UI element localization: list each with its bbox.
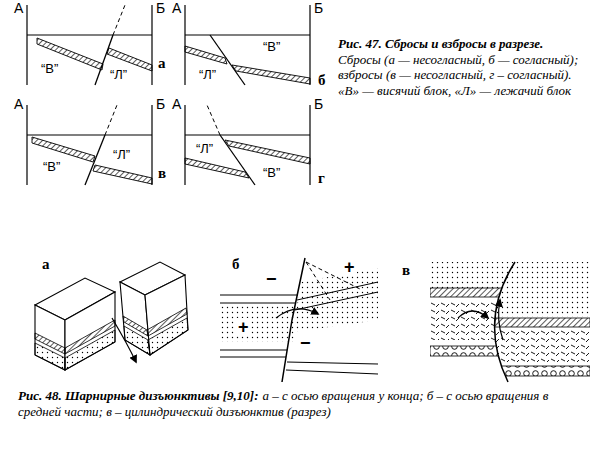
fault-line (282, 258, 305, 382)
fault-line (85, 135, 105, 185)
motion-sign: + (342, 258, 357, 276)
panel-letter: г (318, 170, 325, 187)
fault-line (495, 262, 515, 382)
block-label: “Л” (198, 68, 217, 83)
section-end-label: А (14, 0, 23, 16)
caption-text: Сбросы (а — несогласный, б — согласный);… (338, 52, 586, 99)
section-panel (185, 105, 310, 185)
section-edge (184, 105, 185, 185)
panel-letter: а (158, 55, 166, 72)
rotation-arrow (458, 311, 488, 318)
rock-bed (148, 318, 188, 355)
rotation-arrow (276, 309, 318, 318)
block-label: “В” (262, 40, 281, 55)
rock-bed (480, 318, 590, 327)
section-edge (26, 105, 27, 185)
section-end-label: Б (314, 0, 323, 16)
panel-letter: б (232, 256, 240, 273)
block-face (65, 292, 115, 370)
section-end-label: А (14, 96, 23, 112)
layer-line (286, 370, 378, 374)
fault-line (220, 135, 255, 185)
rock-bed (124, 326, 150, 355)
caption-block: Рис. 48. Шарнирные дизъюнктивы [9,10]:а … (18, 388, 578, 419)
section-edge (151, 5, 152, 85)
panel-letter: в (158, 165, 166, 182)
rock-bed (480, 366, 590, 376)
section-edge (184, 5, 185, 85)
section-panel (185, 5, 310, 85)
block-label: “Л” (109, 68, 128, 83)
rock-bed (93, 165, 152, 184)
panel-letter: б (318, 72, 326, 89)
section-panel (27, 5, 152, 85)
block-face (145, 275, 188, 355)
layer-line (297, 282, 378, 300)
block-label: “В” (262, 166, 281, 181)
motion-sign: − (298, 334, 313, 352)
rock-bed (35, 343, 65, 370)
block-label: “Л” (195, 142, 214, 157)
block-face (35, 305, 65, 370)
panel-letter: а (42, 256, 50, 273)
layer-line (220, 303, 296, 304)
ground-surface (185, 34, 310, 35)
block-label: “В” (40, 62, 59, 77)
rotation-arrow (112, 318, 136, 362)
block-face (120, 282, 150, 355)
block-label: “Л” (112, 148, 131, 163)
layer-line (220, 295, 298, 296)
dashed-trace (306, 262, 330, 300)
layer-line (220, 350, 287, 351)
section-end-label: Б (314, 96, 323, 112)
rock-bed (185, 46, 227, 64)
fault-projection (113, 5, 125, 35)
section-cylindrical (430, 262, 590, 382)
ground-surface (27, 34, 152, 35)
fault-projection (207, 105, 220, 135)
slip-arrow (499, 300, 503, 340)
section-edge (309, 5, 310, 85)
rock-bed (32, 137, 95, 162)
caption-title: Рис. 48. Шарнирные дизъюнктивы [9,10]: (18, 388, 259, 403)
panel-letter: в (402, 262, 410, 279)
section-hinge (220, 258, 378, 382)
section-panel (27, 105, 152, 185)
right-block (480, 262, 590, 376)
ground-surface (185, 134, 310, 135)
motion-sign: + (236, 318, 251, 336)
caption-block: Рис. 47. Сбросы и взбросы в разрезе.Сбро… (338, 36, 586, 98)
fault-projection (105, 105, 117, 135)
block-diagram (35, 262, 188, 370)
section-end-label: Б (156, 0, 165, 16)
rock-fill (220, 306, 296, 342)
section-end-label: А (172, 0, 181, 16)
layer-line (287, 362, 378, 364)
section-end-label: А (172, 96, 181, 112)
caption-title: Рис. 47. Сбросы и взбросы в разрезе. (338, 36, 586, 52)
layer-line (220, 357, 286, 358)
section-edge (309, 105, 310, 185)
rock-bed (185, 158, 249, 178)
ground-surface (27, 134, 152, 135)
section-edge (26, 5, 27, 85)
section-edge (151, 105, 152, 185)
rock-bed (232, 65, 310, 84)
rock-bed (65, 330, 115, 370)
rock-fill (294, 268, 378, 332)
motion-sign: − (264, 270, 279, 288)
block-label: “В” (42, 160, 61, 175)
layer-line (295, 292, 378, 310)
section-end-label: Б (156, 96, 165, 112)
